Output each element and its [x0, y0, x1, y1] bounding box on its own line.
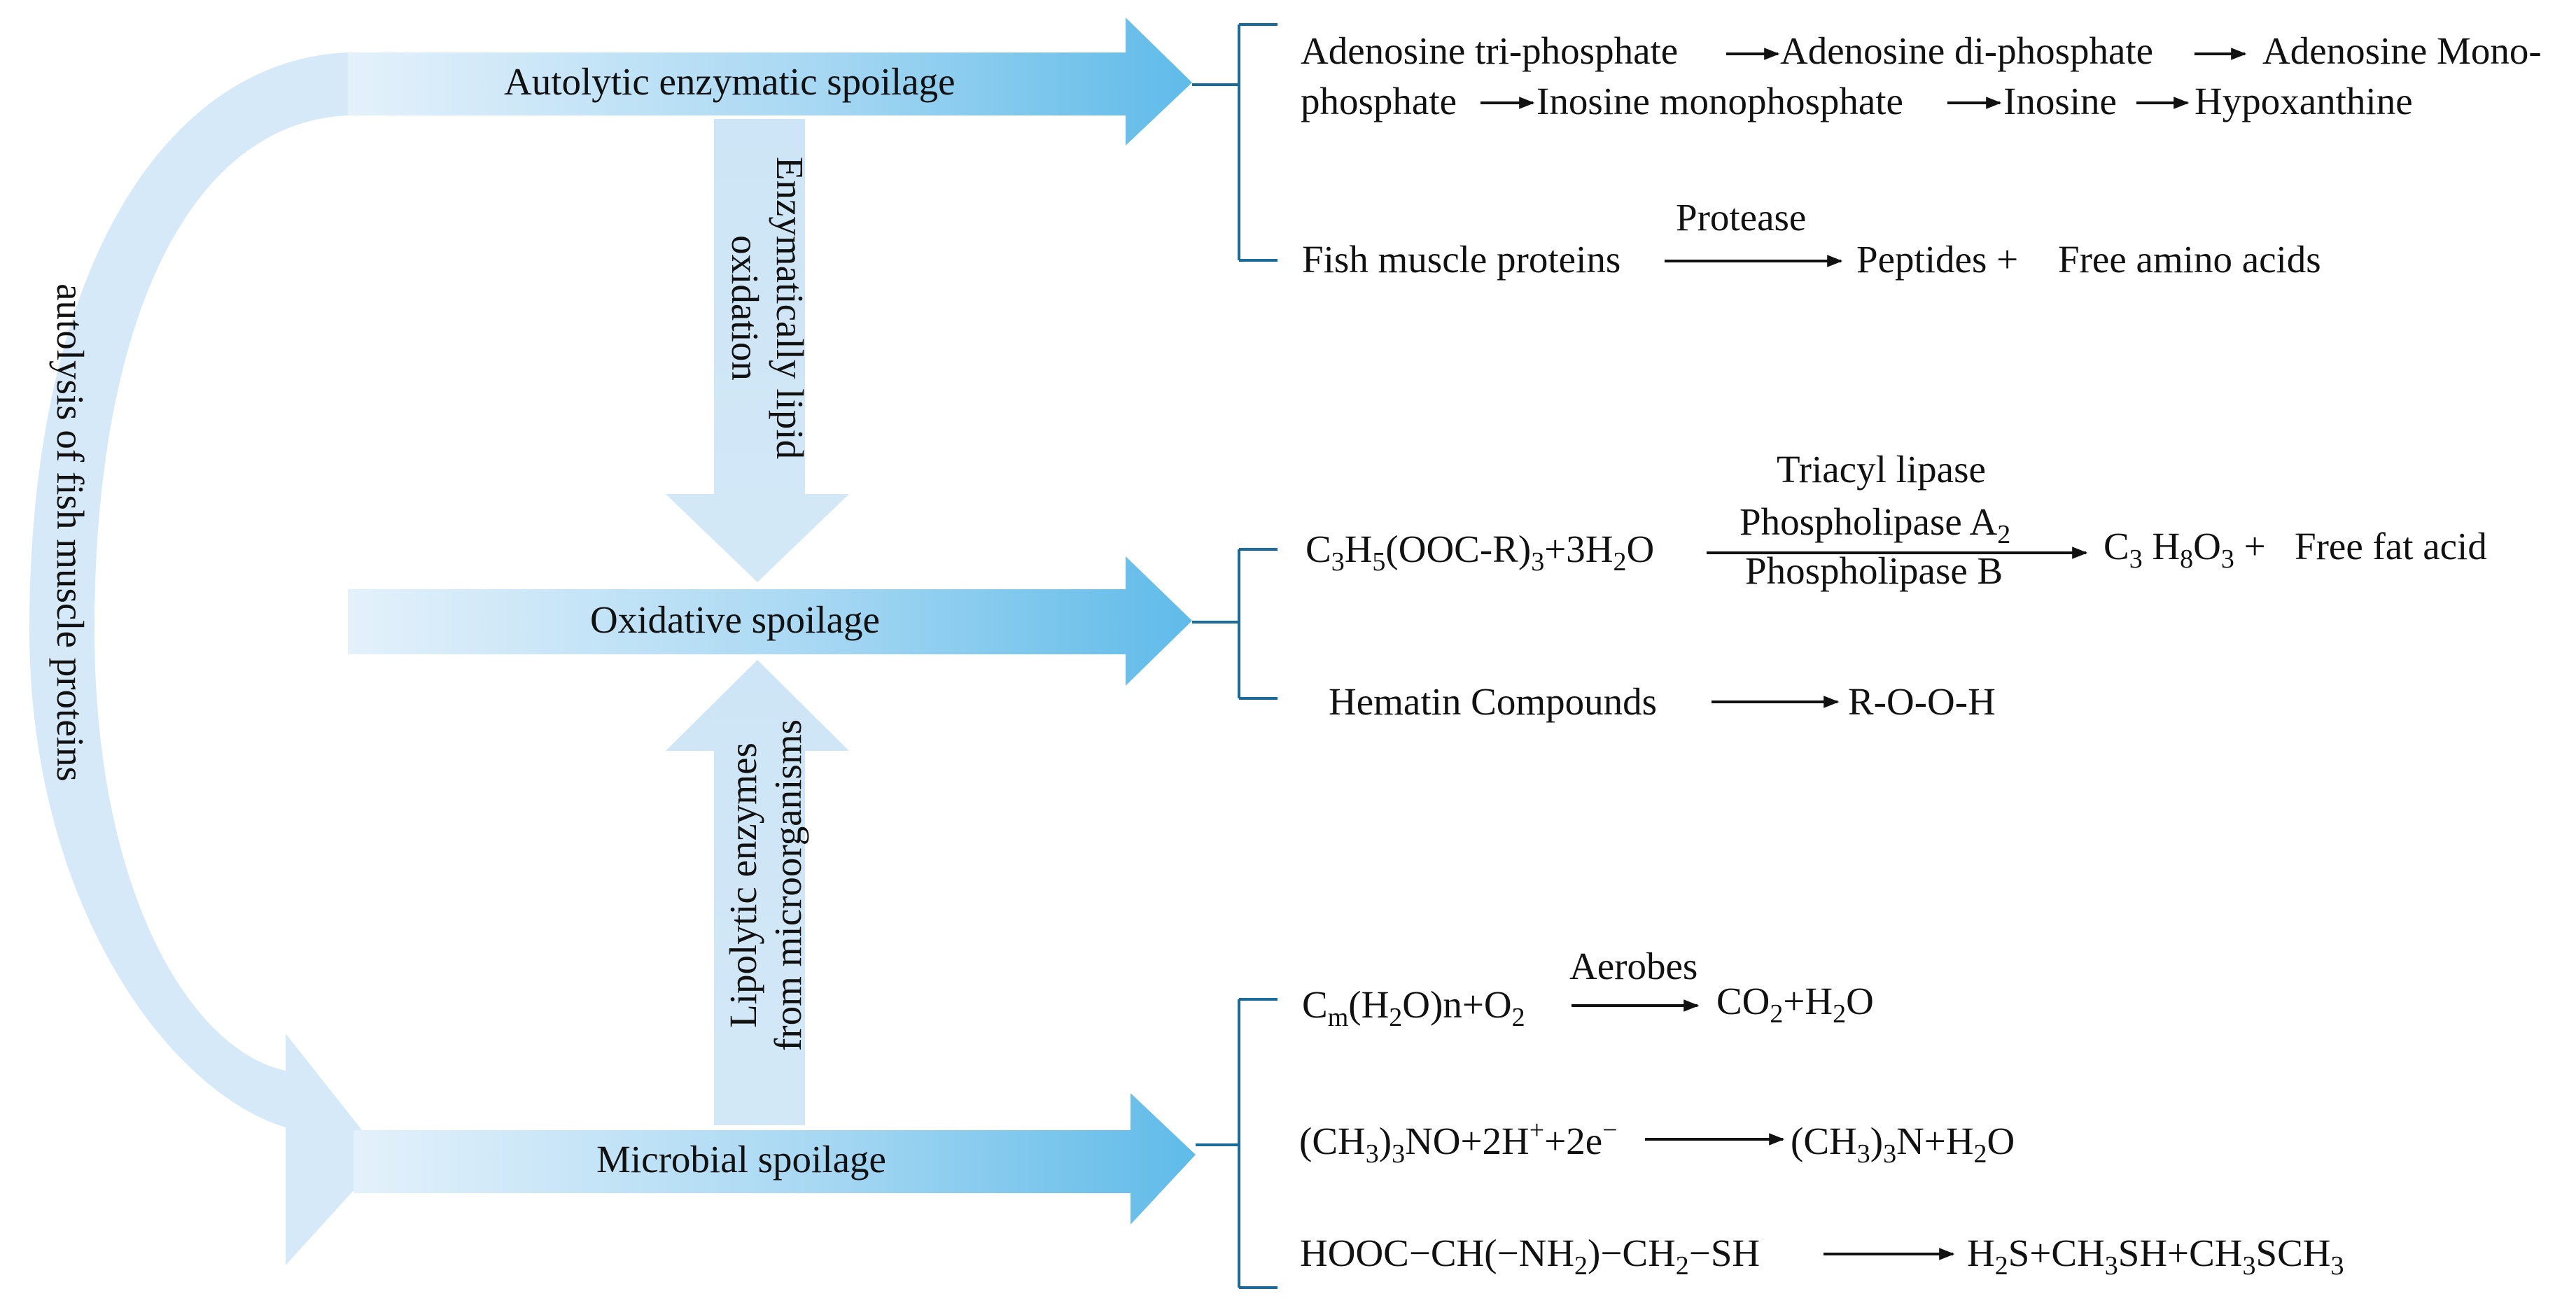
band-label-oxidative: Oxidative spoilage: [590, 598, 880, 641]
text-fish-proteins: Fish muscle proteins: [1302, 238, 1621, 281]
text-amp-part2: phosphate: [1301, 80, 1457, 122]
text-phospholipase-a2: Phospholipase A2: [1740, 500, 2011, 549]
band-arrow-microbial: [354, 1093, 1196, 1225]
text-phospholipase-b: Phospholipase B: [1745, 549, 2003, 592]
text-imp: Inosine monophosphate: [1536, 80, 1903, 122]
text-inosine: Inosine: [2003, 80, 2117, 122]
text-peptides: Peptides +: [1856, 238, 2019, 281]
side-label: autolysis of fish muscle proteins: [49, 283, 92, 782]
text-tmao: (CH3)3NO+2H++2e−: [1299, 1115, 1618, 1169]
bracket-oxidative: [1192, 548, 1278, 700]
text-amp-part1: Adenosine Mono-: [2262, 29, 2542, 72]
vertical-label-line1: Enzymatically lipid: [769, 156, 811, 460]
bracket-microbial: [1196, 998, 1278, 1289]
text-free-fat-acid: Free fat acid: [2295, 525, 2487, 568]
text-atp: Adenosine tri-phosphate: [1301, 29, 1679, 72]
text-protease: Protease: [1676, 196, 1807, 239]
vertical-label-line2: from microorganisms: [766, 719, 809, 1052]
vertical-label-line2: oxidation: [724, 235, 766, 381]
text-adp: Adenosine di-phosphate: [1780, 29, 2154, 72]
band-label-microbial: Microbial spoilage: [596, 1138, 886, 1181]
bracket-autolytic: [1192, 23, 1278, 262]
text-tma: (CH3)3N+H2O: [1791, 1120, 2015, 1169]
text-co2-h2o: CO2+H2O: [1716, 980, 1874, 1029]
vertical-label-line1: Lipolytic enzymes: [722, 742, 764, 1028]
text-sulfur-products: H2S+CH3SH+CH3SCH3: [1967, 1232, 2344, 1281]
text-aerobes: Aerobes: [1569, 945, 1698, 987]
band-label-autolytic: Autolytic enzymatic spoilage: [504, 60, 955, 103]
vertical-arrow-down: [666, 119, 849, 582]
vertical-label-lipid-oxidation: Enzymatically lipid oxidation: [721, 112, 812, 504]
band-arrow-autolytic: [348, 17, 1192, 146]
text-free-amino: Free amino acids: [2058, 238, 2321, 281]
text-glycerol: C3 H8O3 +: [2104, 525, 2266, 574]
text-hematin: Hematin Compounds: [1329, 680, 1658, 723]
text-roo-h: R-O-O-H: [1848, 680, 1996, 723]
band-arrow-oxidative: [348, 556, 1192, 686]
text-triglyceride: C3H5(OOC-R)3+3H2O: [1306, 528, 1655, 577]
vertical-label-lipolytic: Lipolytic enzymes from microorganisms: [721, 675, 812, 1095]
text-cysteine: HOOC−CH(−NH2)−CH2−SH: [1300, 1232, 1760, 1281]
text-triacyl-lipase: Triacyl lipase: [1777, 448, 1986, 491]
side-curve-arrow: [29, 52, 384, 1265]
text-hypoxanthine: Hypoxanthine: [2194, 80, 2413, 122]
vertical-arrow-up: [666, 660, 849, 1125]
text-carbohydrate: Cm(H2O)n+O2: [1302, 983, 1525, 1032]
